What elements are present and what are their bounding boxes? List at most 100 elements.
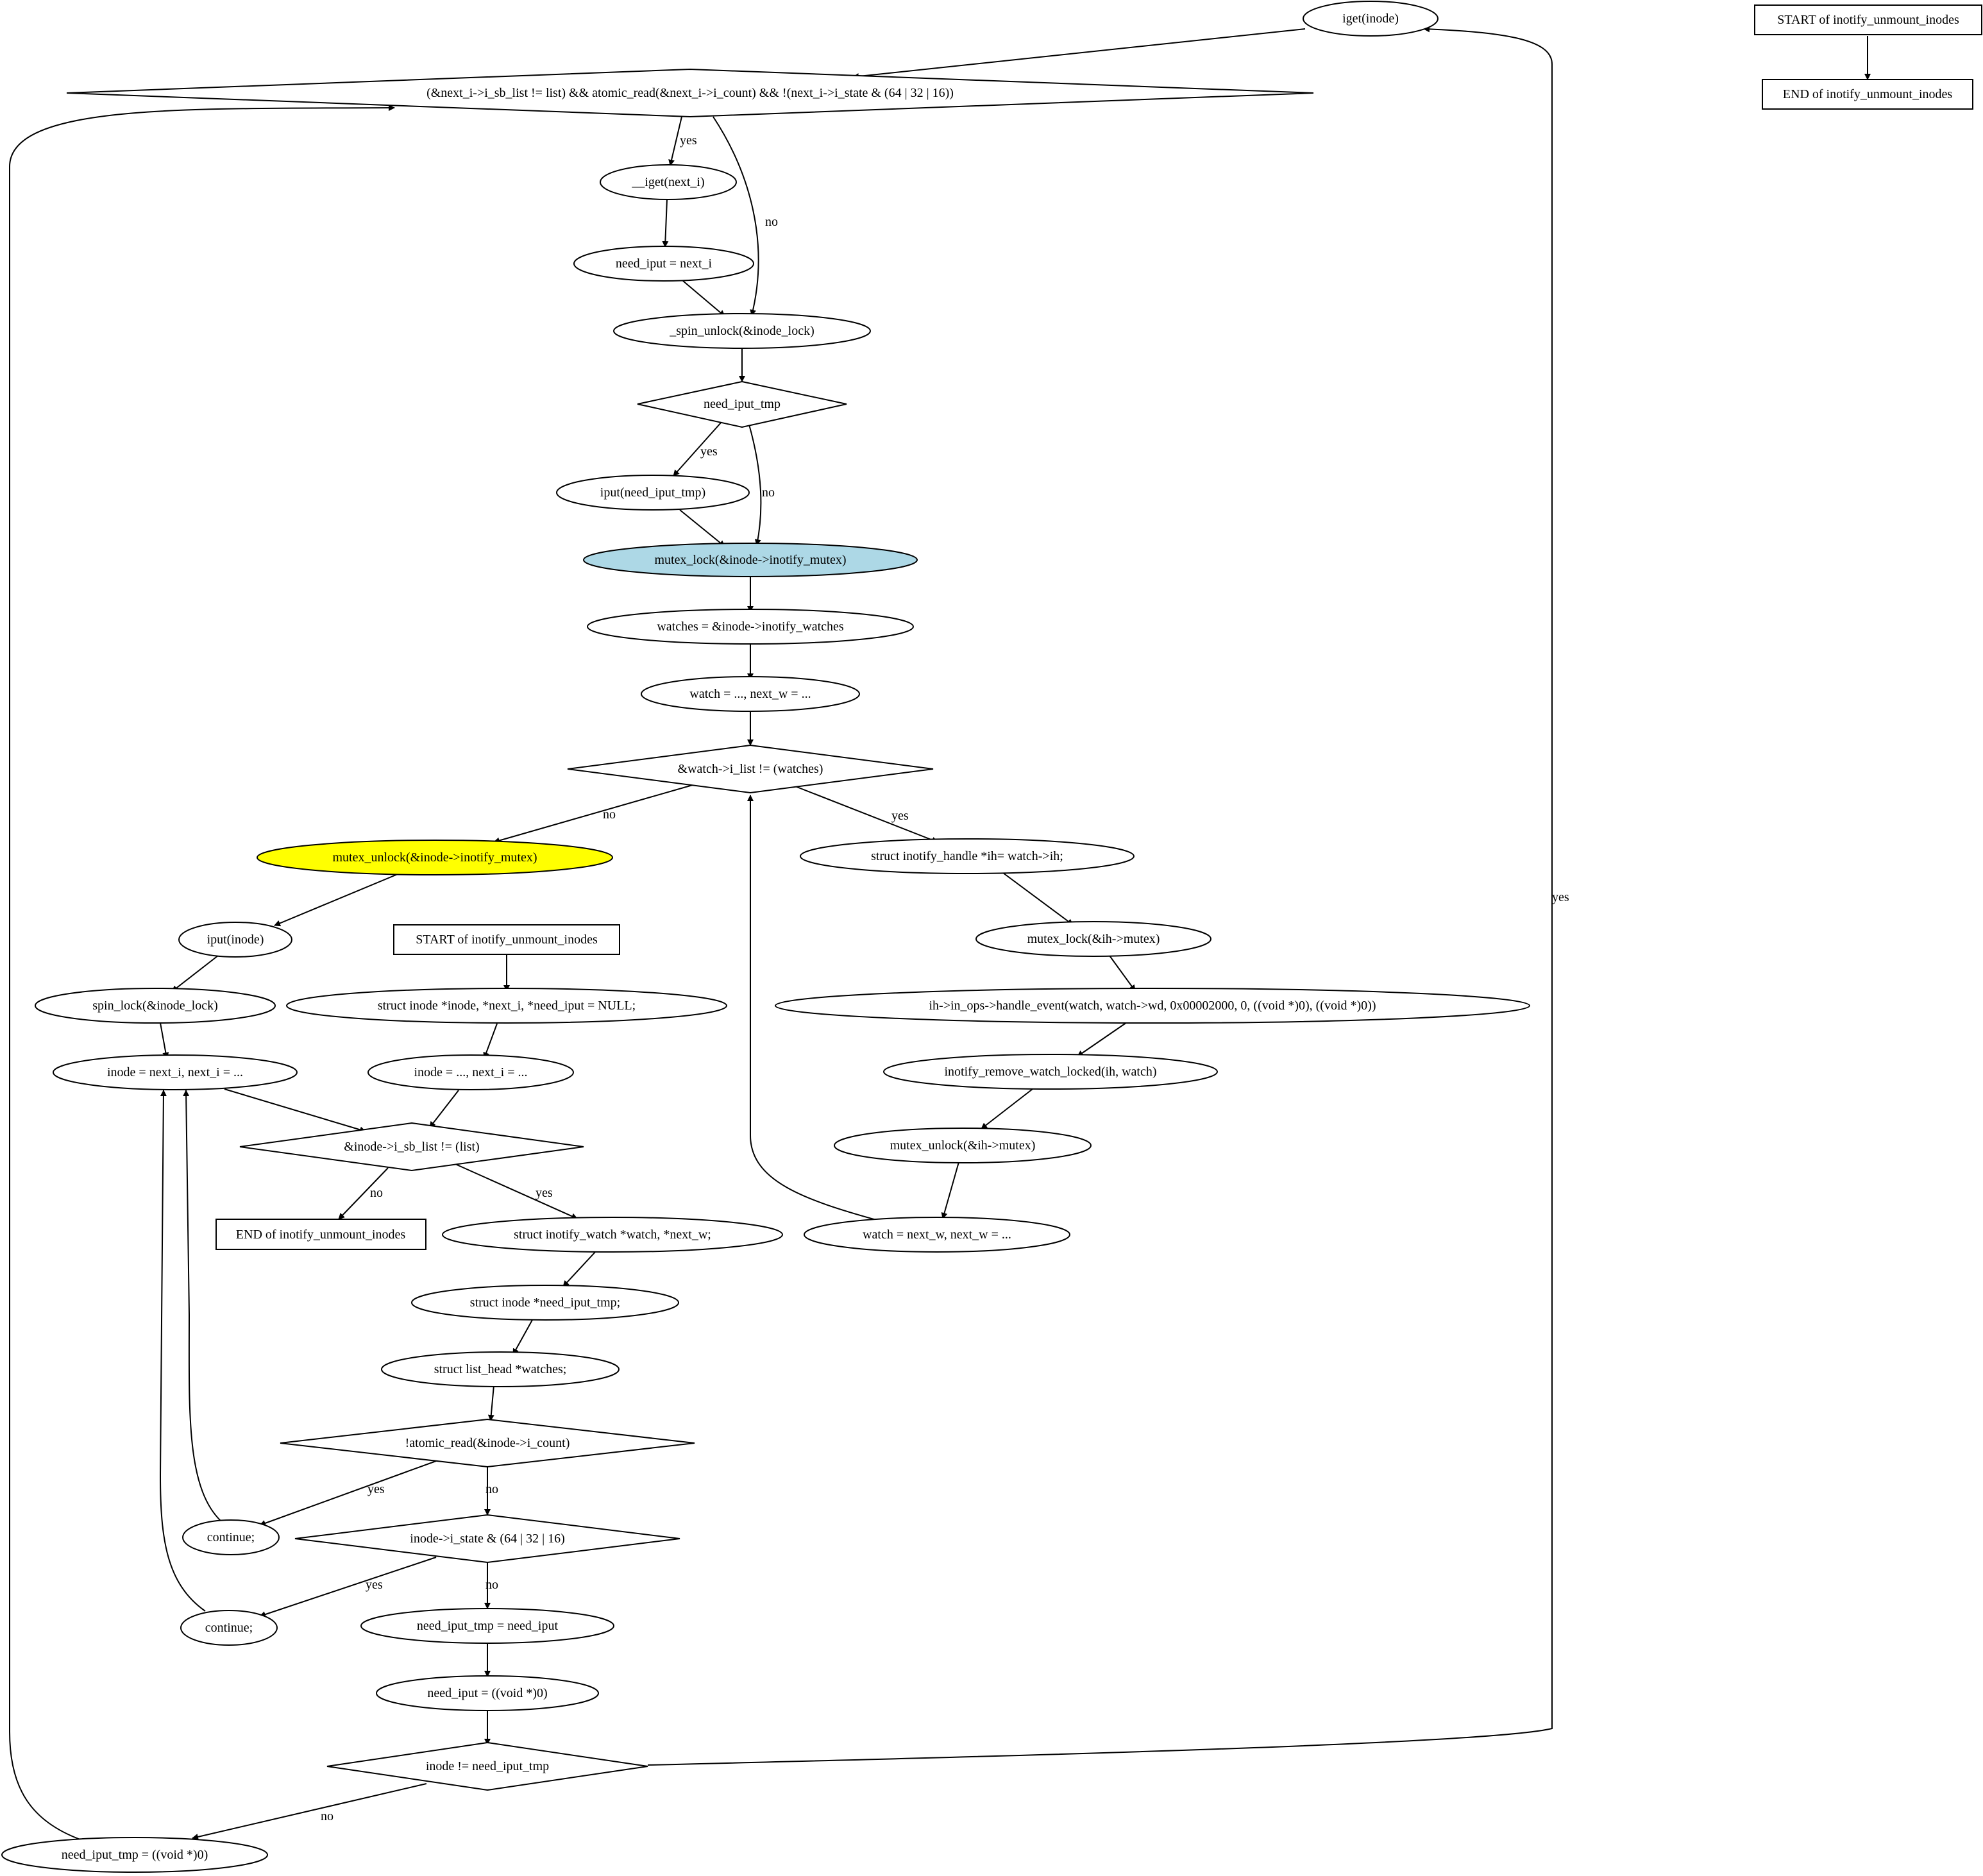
node-start-mid: START of inotify_unmount_inodes — [393, 924, 620, 955]
node-label: _spin_unlock(&inode_lock) — [669, 324, 814, 338]
node-label: inotify_remove_watch_locked(ih, watch) — [945, 1065, 1157, 1079]
node-need-iput-tmp-assign: need_iput_tmp = need_iput — [360, 1608, 614, 1644]
node-label: struct inode *need_iput_tmp; — [470, 1296, 620, 1310]
node-watch-assign: watch = ..., next_w = ... — [641, 676, 860, 712]
node-label: watches = &inode->inotify_watches — [657, 620, 844, 634]
node-label: struct inotify_handle *ih= watch->ih; — [871, 849, 1063, 863]
node-end-mid: END of inotify_unmount_inodes — [215, 1219, 426, 1250]
edge-spin-lock-to-inode-next-i — [160, 1022, 169, 1059]
node-mutex-unlock-ih: mutex_unlock(&ih->mutex) — [834, 1128, 1092, 1163]
node-label: continue; — [205, 1621, 253, 1635]
node-remove-watch: inotify_remove_watch_locked(ih, watch) — [883, 1054, 1218, 1090]
edge-handle-event-to-remove-watch — [1077, 1020, 1129, 1057]
edge-label-yes: yes — [367, 1482, 385, 1496]
edge-decl-watches-to-cond-atomic — [487, 1385, 494, 1421]
node-label: START of inotify_unmount_inodes — [416, 933, 598, 947]
node-iput-need-iput-tmp: iput(need_iput_tmp) — [556, 475, 750, 511]
edge-inode-assign-to-cond-sb-list — [429, 1090, 459, 1128]
edge-need-iput-to-spin-unlock — [682, 280, 725, 317]
node-cond-watch-list: &watch->i_list != (watches) — [567, 744, 934, 794]
edge-mutex-unlock-to-iput-inode — [274, 874, 398, 927]
edge-cond-inode-ne-to-need-iput-tmp-null — [192, 1783, 427, 1840]
node-label: &inode->i_sb_list != (list) — [344, 1140, 479, 1154]
edge-label-no: no — [485, 1482, 498, 1496]
node-need-iput-tmp-null: need_iput_tmp = ((void *)0) — [1, 1837, 268, 1873]
edge-need-iput-tmp-null-to-cond-next-i — [9, 105, 395, 1840]
edge-cond-sb-list-to-end-mid — [338, 1167, 389, 1220]
node-label: inode->i_state & (64 | 32 | 16) — [410, 1532, 564, 1546]
node-label: need_iput = ((void *)0) — [427, 1686, 547, 1700]
edge-cond-sb-list-to-decl-watch — [455, 1163, 578, 1219]
edge-label-no: no — [603, 807, 616, 822]
node-label: !atomic_read(&inode->i_count) — [405, 1436, 570, 1450]
edge-label-no: no — [762, 486, 775, 500]
edge-cond-tmp-to-iput-tmp — [673, 421, 722, 477]
edge-iget-next-i-to-need-iput — [662, 199, 669, 248]
node-label: struct inotify_watch *watch, *next_w; — [514, 1228, 711, 1242]
node-iput-inode: iput(inode) — [178, 922, 292, 958]
edge-mutex-lock-ih-to-handle-event — [1109, 955, 1136, 992]
node-cond-i-state: inode->i_state & (64 | 32 | 16) — [294, 1514, 680, 1564]
node-label: END of inotify_unmount_inodes — [1783, 87, 1953, 101]
node-decl-watch: struct inotify_watch *watch, *next_w; — [442, 1217, 783, 1253]
edge-decl-watch-to-decl-need-iput-tmp — [562, 1250, 597, 1287]
node-mutex-unlock: mutex_unlock(&inode->inotify_mutex) — [257, 840, 613, 875]
node-label: iput(need_iput_tmp) — [600, 486, 705, 500]
node-label: need_iput = next_i — [616, 257, 713, 271]
node-label: mutex_lock(&ih->mutex) — [1027, 932, 1160, 946]
node-cond-next-i: (&next_i->i_sb_list != list) && atomic_r… — [66, 68, 1314, 118]
edge-decl-inode-to-inode-assign — [483, 1023, 498, 1059]
node-label: spin_lock(&inode_lock) — [92, 999, 218, 1013]
node-label: need_iput_tmp = ((void *)0) — [62, 1848, 208, 1862]
node-label: START of inotify_unmount_inodes — [1777, 13, 1959, 27]
node-label: ih->in_ops->handle_event(watch, watch->w… — [929, 999, 1376, 1013]
node-label: watch = ..., next_w = ... — [689, 687, 811, 701]
node-label: continue; — [207, 1530, 255, 1544]
edge-continue-2-to-inode-next-i — [159, 1090, 206, 1612]
edge-iput-tmp-to-mutex-lock — [679, 509, 725, 547]
node-spin-unlock: _spin_unlock(&inode_lock) — [613, 313, 871, 349]
node-label: inode = ..., next_i = ... — [414, 1065, 528, 1079]
node-inode-next-i: inode = next_i, next_i = ... — [53, 1054, 298, 1090]
edge-label-yes: yes — [366, 1578, 383, 1592]
edge-label-yes: yes — [680, 133, 697, 148]
edge-label-no: no — [370, 1186, 383, 1200]
edge-cond-tmp-to-mutex-lock — [748, 424, 762, 546]
edge-mutex-unlock-ih-to-watch-next — [941, 1162, 959, 1219]
edge-iget-to-cond-next-i — [852, 28, 1306, 80]
node-label: struct inode *inode, *next_i, *need_iput… — [378, 999, 636, 1013]
edge-label-yes: yes — [891, 809, 909, 823]
node-watch-next: watch = next_w, next_w = ... — [804, 1217, 1070, 1253]
edge-inode-next-i-to-cond-sb-list — [224, 1088, 366, 1133]
node-mutex-lock: mutex_lock(&inode->inotify_mutex) — [583, 543, 918, 577]
node-need-iput-null: need_iput = ((void *)0) — [376, 1675, 599, 1711]
node-continue-2: continue; — [180, 1610, 278, 1646]
node-label: (&next_i->i_sb_list != list) && atomic_r… — [426, 86, 954, 100]
edge-iput-inode-to-spin-lock — [171, 955, 219, 992]
edge-cond-next-i-to-spin-unlock — [713, 116, 759, 316]
edge-label-no: no — [485, 1578, 498, 1592]
edge-label-yes: yes — [536, 1186, 553, 1200]
edge-label-no: no — [321, 1809, 333, 1823]
node-label: need_iput_tmp — [704, 397, 781, 411]
node-label: iput(inode) — [207, 933, 264, 947]
node-cond-need-iput-tmp: need_iput_tmp — [637, 380, 847, 428]
edge-watch-next-to-cond-watch-list — [747, 795, 879, 1221]
node-cond-atomic-read: !atomic_read(&inode->i_count) — [280, 1418, 695, 1468]
edge-label-yes: yes — [1552, 890, 1569, 904]
node-label: mutex_lock(&inode->inotify_mutex) — [655, 553, 847, 567]
node-label: mutex_unlock(&ih->mutex) — [890, 1138, 1036, 1153]
node-label: inode = next_i, next_i = ... — [107, 1065, 243, 1079]
edge-ih-to-mutex-lock-ih — [1000, 870, 1074, 925]
edge-cond-inode-ne-to-iget-inode — [647, 26, 1553, 1766]
node-handle-event: ih->in_ops->handle_event(watch, watch->w… — [775, 988, 1530, 1024]
node-continue-1: continue; — [182, 1519, 280, 1555]
edge-continue-1-to-inode-next-i — [183, 1090, 222, 1522]
edge-cond-next-i-to-iget-next-i — [668, 116, 682, 166]
node-label: END of inotify_unmount_inodes — [236, 1228, 406, 1242]
node-end-top: END of inotify_unmount_inodes — [1762, 79, 1973, 110]
node-cond-inode-ne: inode != need_iput_tmp — [326, 1741, 648, 1791]
edge-remove-watch-to-mutex-unlock-ih — [981, 1088, 1033, 1129]
